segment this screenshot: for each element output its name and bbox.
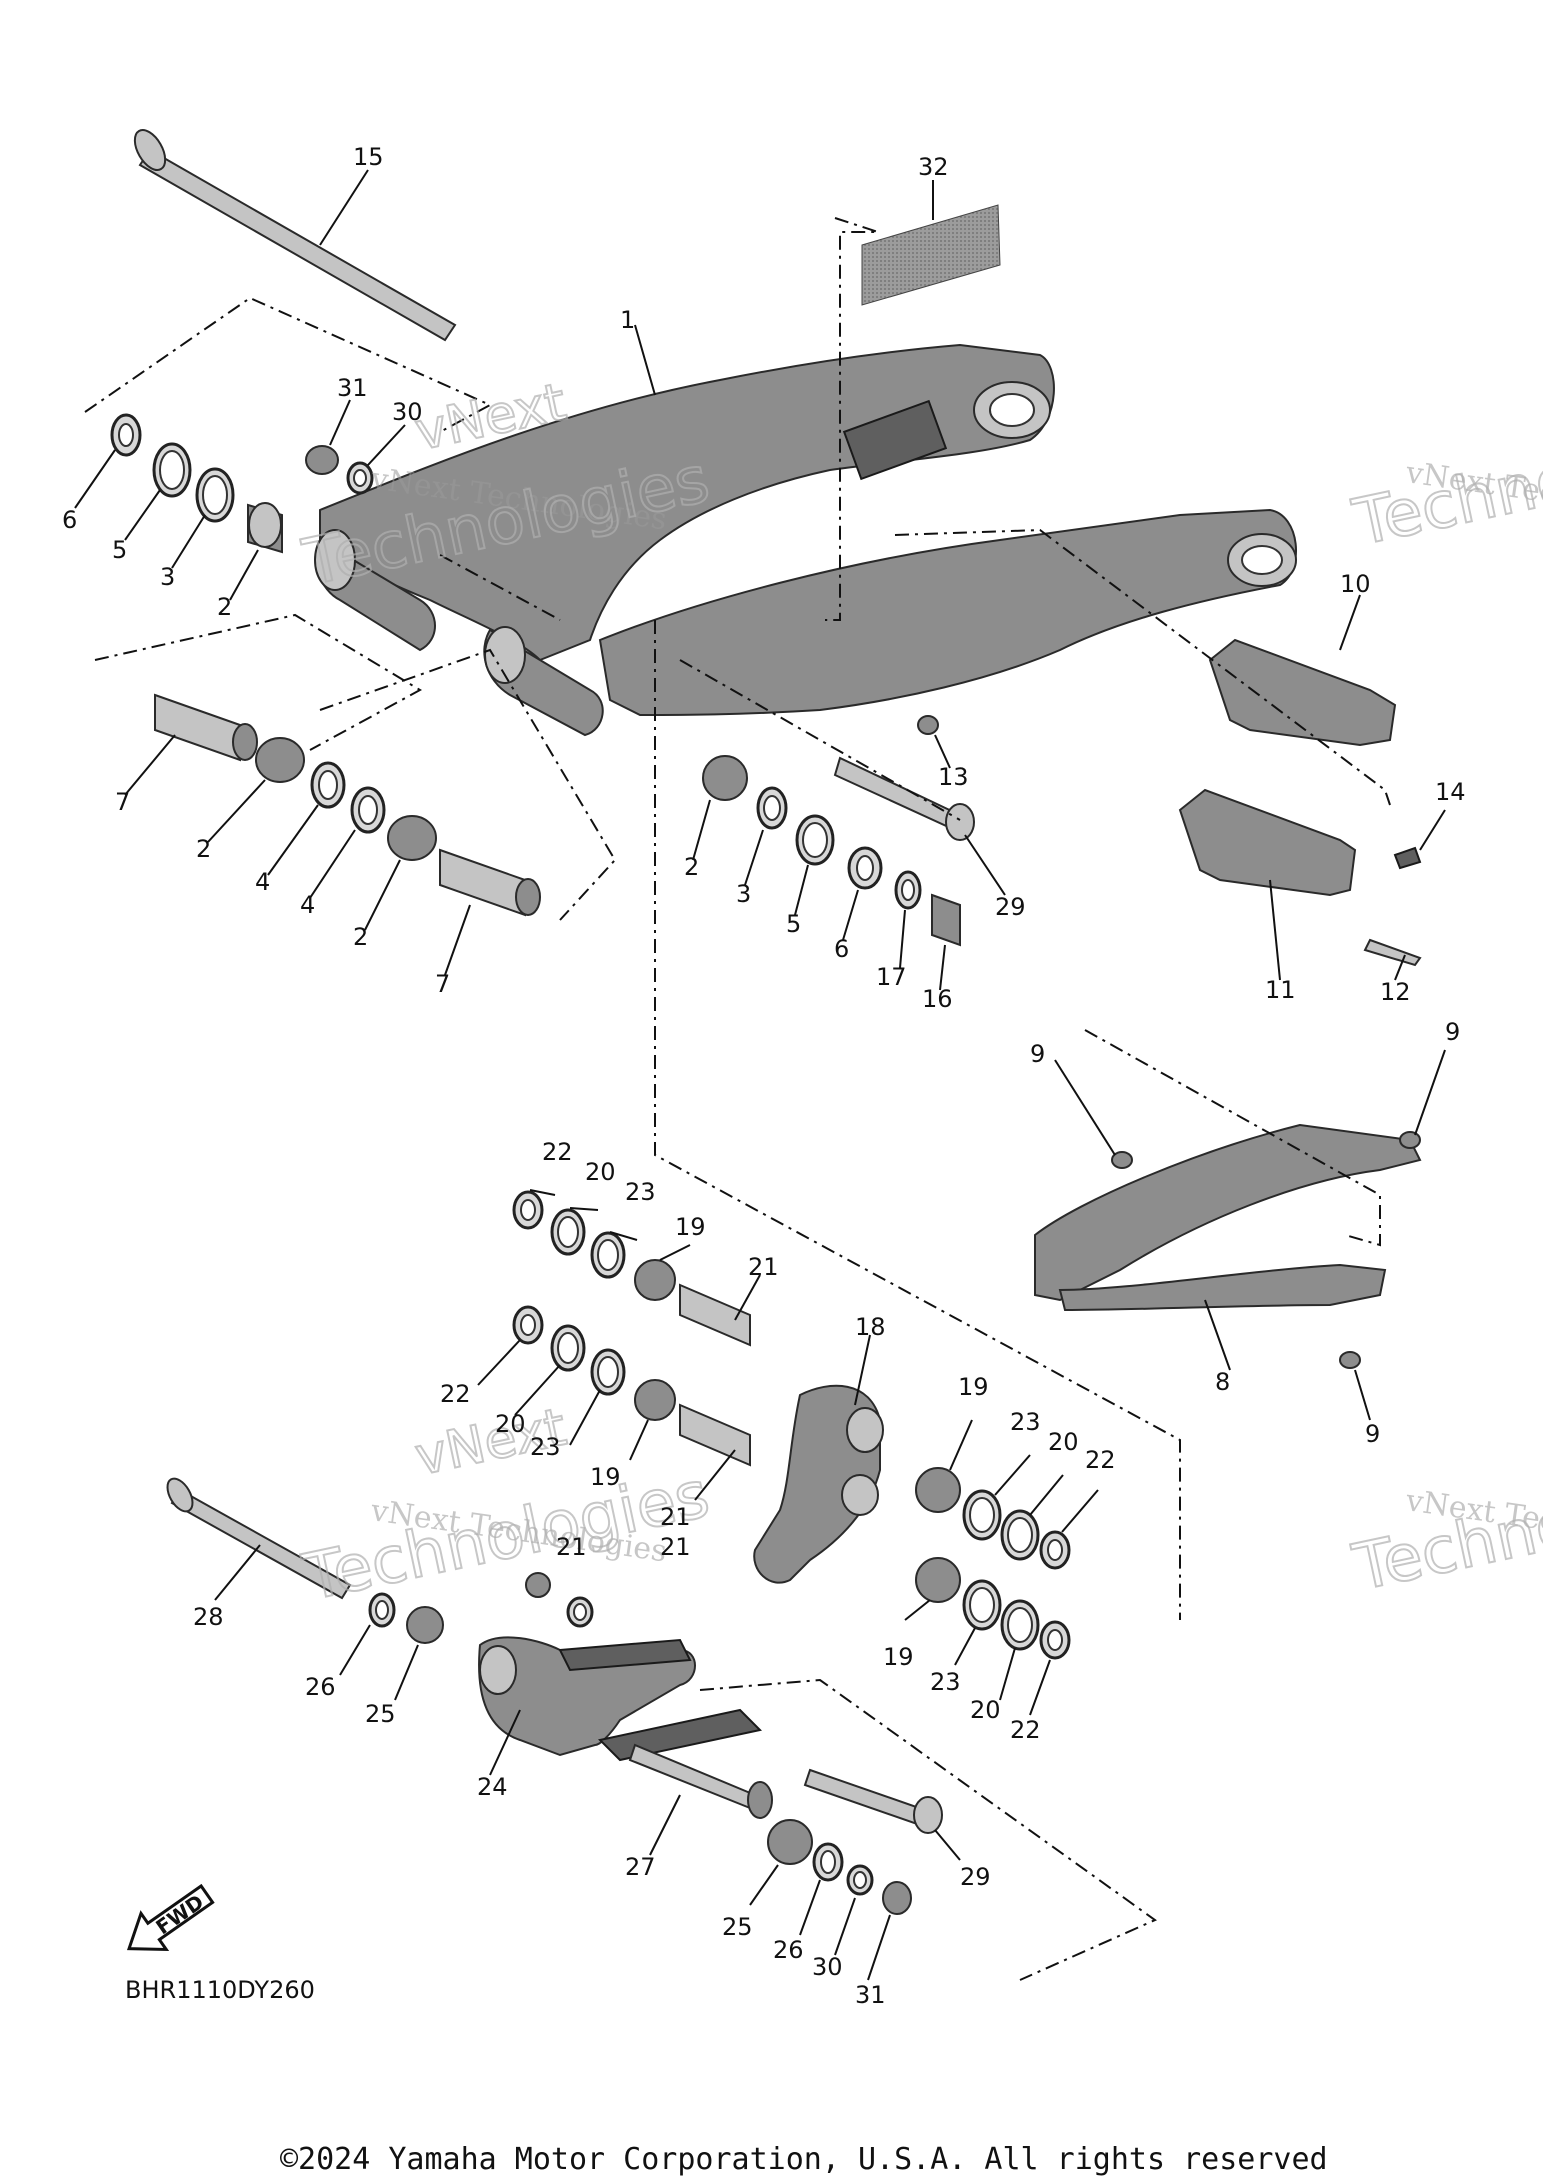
copyright-notice: ©2024 Yamaha Motor Corporation, U.S.A. A… bbox=[280, 2142, 1328, 2177]
callout-5: 5 bbox=[786, 910, 801, 938]
callout-18: 18 bbox=[855, 1313, 886, 1341]
svg-text:Technologies: Technologies bbox=[1347, 1448, 1543, 1606]
callout-14: 14 bbox=[1435, 778, 1466, 806]
callout-20: 20 bbox=[495, 1410, 526, 1438]
chain-guide-parts bbox=[1034, 638, 1422, 1369]
svg-text:Technologies: Technologies bbox=[297, 1458, 716, 1616]
connecting-rod-parts bbox=[166, 1477, 943, 1915]
callout-12: 12 bbox=[1380, 978, 1411, 1006]
callout-3: 3 bbox=[736, 880, 751, 908]
callout-2: 2 bbox=[353, 923, 368, 951]
callout-2: 2 bbox=[217, 593, 232, 621]
callout-30: 30 bbox=[812, 1953, 843, 1981]
leader-lines bbox=[74, 169, 1446, 1981]
callout-32: 32 bbox=[918, 153, 949, 181]
callout-3: 3 bbox=[160, 563, 175, 591]
callout-23: 23 bbox=[930, 1668, 961, 1696]
callout-22: 22 bbox=[1010, 1716, 1041, 1744]
callout-20: 20 bbox=[1048, 1428, 1079, 1456]
pivot-shaft-part bbox=[133, 129, 457, 342]
callout-4: 4 bbox=[255, 868, 270, 896]
callout-20: 20 bbox=[585, 1158, 616, 1186]
callout-21: 21 bbox=[660, 1503, 691, 1531]
callout-21: 21 bbox=[660, 1533, 691, 1561]
callout-16: 16 bbox=[922, 985, 953, 1013]
callout-22: 22 bbox=[1085, 1446, 1116, 1474]
callout-29: 29 bbox=[960, 1863, 991, 1891]
callout-21: 21 bbox=[556, 1533, 587, 1561]
callout-11: 11 bbox=[1265, 976, 1296, 1004]
callout-9: 9 bbox=[1030, 1040, 1045, 1068]
callout-7: 7 bbox=[435, 970, 450, 998]
callout-13: 13 bbox=[938, 763, 969, 791]
callout-2: 2 bbox=[684, 853, 699, 881]
callout-25: 25 bbox=[722, 1913, 753, 1941]
callout-17: 17 bbox=[876, 963, 907, 991]
reference-lines bbox=[84, 217, 1391, 1981]
callout-9: 9 bbox=[1445, 1018, 1460, 1046]
callout-23: 23 bbox=[530, 1433, 561, 1461]
callout-22: 22 bbox=[542, 1138, 573, 1166]
callout-10: 10 bbox=[1340, 570, 1371, 598]
callout-21: 21 bbox=[748, 1253, 779, 1281]
callout-31: 31 bbox=[855, 1981, 886, 2009]
callout-8: 8 bbox=[1215, 1368, 1230, 1396]
callout-30: 30 bbox=[392, 398, 423, 426]
callout-7: 7 bbox=[115, 788, 130, 816]
decal-part bbox=[861, 204, 1001, 306]
right-bearing-parts bbox=[702, 715, 975, 947]
callout-27: 27 bbox=[625, 1853, 656, 1881]
callout-15: 15 bbox=[353, 143, 384, 171]
callout-19: 19 bbox=[958, 1373, 989, 1401]
callout-1: 1 bbox=[620, 306, 635, 334]
callout-6: 6 bbox=[834, 935, 849, 963]
fwd-arrow: FWD bbox=[126, 1883, 215, 1952]
callout-31: 31 bbox=[337, 374, 368, 402]
callout-9: 9 bbox=[1365, 1420, 1380, 1448]
callout-24: 24 bbox=[477, 1773, 508, 1801]
callout-23: 23 bbox=[625, 1178, 656, 1206]
left-bearing-parts bbox=[110, 413, 374, 554]
callout-2: 2 bbox=[196, 835, 211, 863]
lower-left-bushings bbox=[154, 693, 541, 917]
callout-19: 19 bbox=[590, 1463, 621, 1491]
callout-22: 22 bbox=[440, 1380, 471, 1408]
callout-20: 20 bbox=[970, 1696, 1001, 1724]
svg-text:Technologies: Technologies bbox=[1347, 403, 1543, 561]
callout-26: 26 bbox=[305, 1673, 336, 1701]
callout-23: 23 bbox=[1010, 1408, 1041, 1436]
callout-4: 4 bbox=[300, 891, 315, 919]
relay-arm-parts bbox=[512, 1190, 1071, 1660]
callout-26: 26 bbox=[773, 1936, 804, 1964]
callout-5: 5 bbox=[112, 536, 127, 564]
callout-6: 6 bbox=[62, 506, 77, 534]
diagram-code: BHR1110DY260 bbox=[125, 1976, 315, 2004]
callout-19: 19 bbox=[883, 1643, 914, 1671]
callout-28: 28 bbox=[193, 1603, 224, 1631]
callout-19: 19 bbox=[675, 1213, 706, 1241]
part-callouts: 1 15 32 31 30 6 5 3 2 7 2 4 4 2 7 2 3 5 … bbox=[62, 143, 1466, 2009]
callout-29: 29 bbox=[995, 893, 1026, 921]
callout-25: 25 bbox=[365, 1700, 396, 1728]
